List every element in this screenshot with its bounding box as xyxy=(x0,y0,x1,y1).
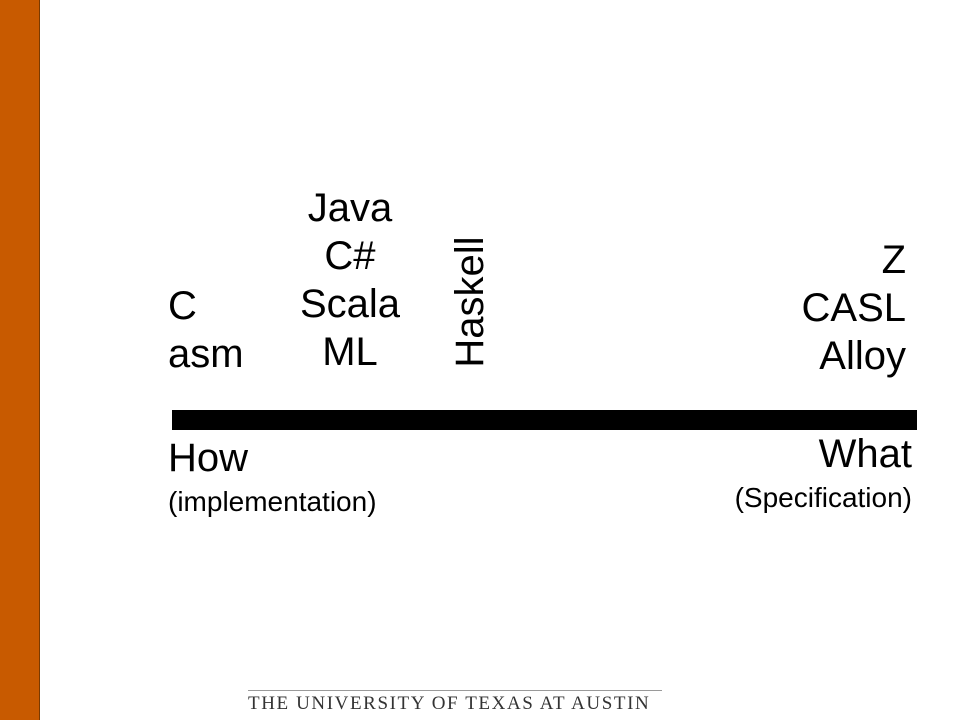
language-c: C xyxy=(168,284,197,328)
language-ml: ML xyxy=(322,330,378,374)
axis-left-sublabel: (implementation) xyxy=(168,486,377,517)
mainstream-languages: Java C# Scala ML xyxy=(285,184,415,376)
footer-institution-wordmark: THE UNIVERSITY OF TEXAS AT AUSTIN xyxy=(248,693,651,714)
language-z: Z xyxy=(881,238,906,282)
language-csharp: C# xyxy=(324,234,376,278)
axis-left-label: How xyxy=(168,436,249,480)
axis-right-sublabel: (Specification) xyxy=(734,482,912,513)
language-java: Java xyxy=(307,186,393,230)
language-haskell: Haskell xyxy=(448,236,492,368)
language-scala: Scala xyxy=(299,282,401,326)
language-asm: asm xyxy=(168,332,244,376)
accent-sidebar-bar xyxy=(0,0,40,720)
language-alloy: Alloy xyxy=(819,334,906,378)
how-what-axis-line xyxy=(172,410,917,430)
low-level-languages: C asm xyxy=(168,282,244,378)
specification-languages: Z CASL Alloy xyxy=(760,236,907,380)
axis-right-label: What xyxy=(818,432,912,476)
language-casl: CASL xyxy=(801,286,907,330)
footer-divider xyxy=(248,690,662,691)
